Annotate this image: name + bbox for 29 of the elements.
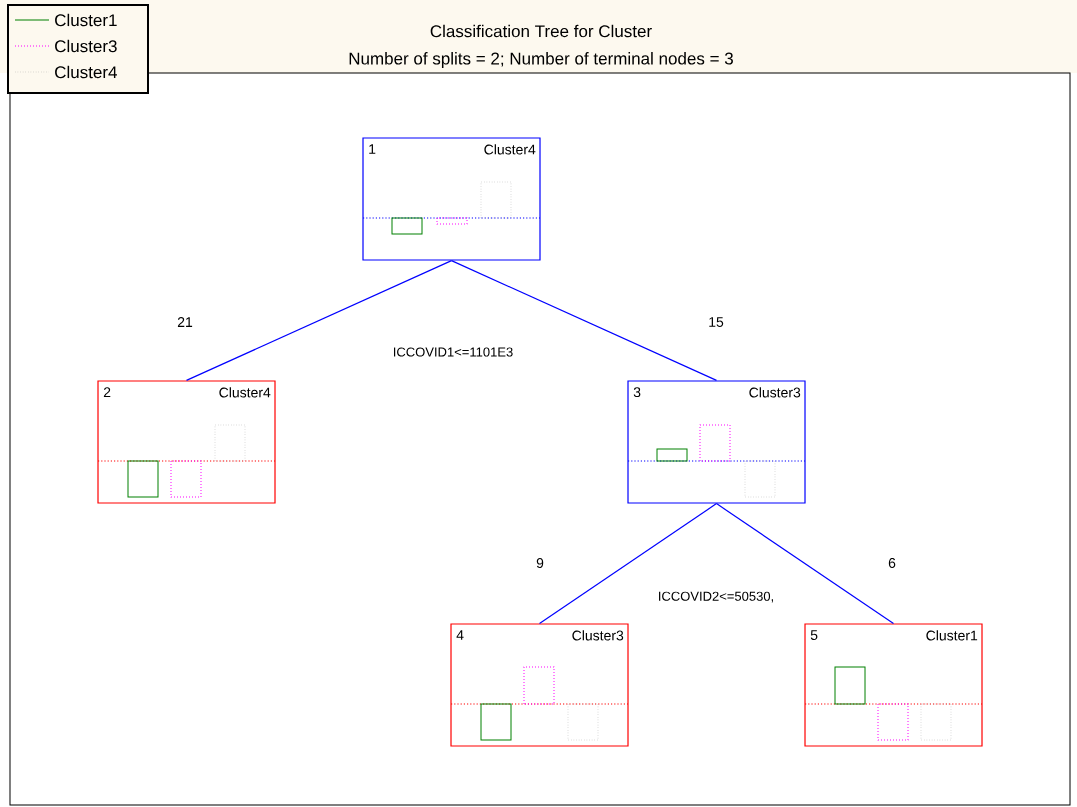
tree-branch	[538, 503, 718, 624]
tree-branch	[185, 260, 453, 381]
node-number: 3	[633, 387, 641, 398]
legend-label: Cluster1	[55, 13, 117, 27]
class-label: Cluster3	[749, 387, 801, 398]
node-number: 2	[103, 387, 111, 397]
tree-node	[804, 623, 983, 747]
tree-node	[627, 380, 806, 504]
edge-label: 21	[176, 316, 194, 328]
tree-branch	[450, 260, 718, 381]
subtitle: Number of splits = 2; Number of terminal nodes = 3	[349, 52, 733, 68]
edge-label: 9	[535, 557, 545, 569]
tree-node	[362, 137, 541, 261]
edge-label: 15	[707, 316, 725, 328]
legend-label: Cluster4	[55, 65, 117, 79]
tree-branch	[715, 503, 895, 624]
tree-node	[97, 380, 276, 504]
node-number: 4	[456, 630, 464, 640]
class-label: Cluster3	[572, 630, 624, 641]
title: Classification Tree for Cluster	[430, 24, 652, 38]
class-label: Cluster1	[926, 630, 978, 641]
node-number: 1	[369, 144, 376, 154]
class-label: Cluster4	[219, 387, 271, 398]
node-number: 5	[810, 630, 818, 640]
split-label: ICCOVID1<=1101E3	[391, 346, 515, 358]
tree-node	[450, 623, 629, 747]
class-label: Cluster4	[484, 144, 536, 155]
legend-label: Cluster3	[55, 39, 117, 53]
edge-label: 6	[887, 557, 897, 569]
